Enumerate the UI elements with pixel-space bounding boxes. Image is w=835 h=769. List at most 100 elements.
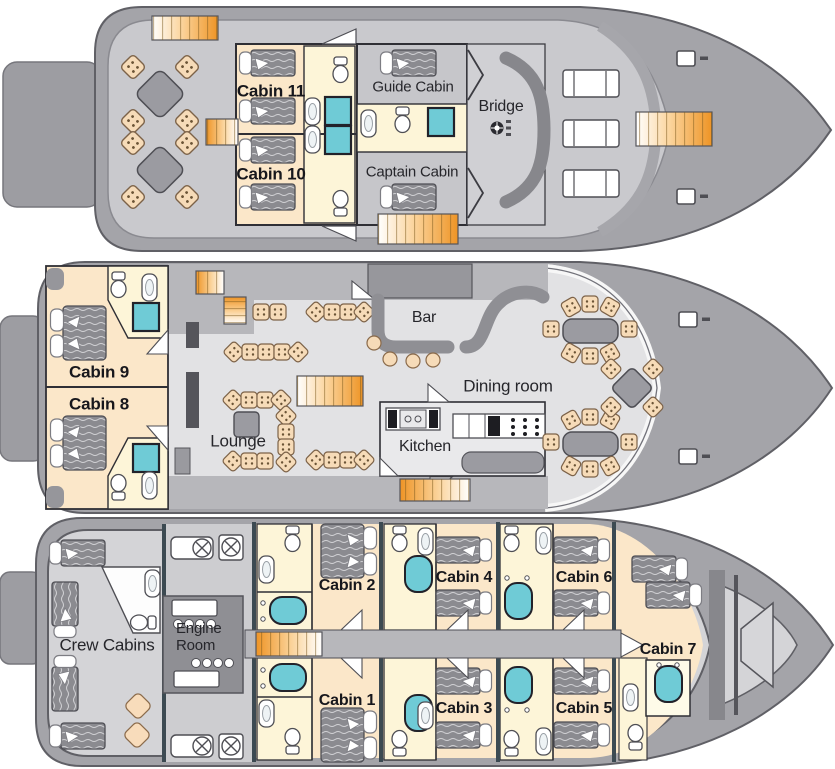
bed: [48, 539, 106, 567]
toilet-icon: [391, 525, 408, 553]
bar-counter: [459, 285, 550, 354]
lounge-seating: [221, 300, 376, 474]
cabin9-cabin8-block: [45, 265, 169, 510]
shower-icon: [131, 301, 161, 333]
lounge-table: [233, 411, 260, 438]
wall: [186, 322, 199, 348]
bathtub-icon: [654, 665, 683, 703]
stairs-icon: [205, 118, 239, 146]
door-wedge: [445, 657, 469, 680]
engine-icon: [171, 599, 218, 617]
bed: [631, 555, 689, 583]
bar-stool-icon: [405, 353, 421, 369]
stairs-icon: [296, 375, 364, 407]
bathtub-icon: [269, 596, 307, 625]
sink-icon: [622, 683, 639, 712]
bed: [238, 183, 296, 211]
stairs-icon: [195, 270, 225, 295]
kitchen-area: [379, 382, 546, 477]
door-wedge: [561, 608, 585, 631]
sun-lounger-icon: [562, 69, 620, 98]
bow-bulkhead: [709, 570, 725, 720]
stairs-icon: [151, 15, 219, 41]
shower-icon: [323, 95, 353, 127]
wall: [186, 372, 199, 428]
helm-wheel-icon: [490, 120, 511, 136]
main-deck: [0, 261, 834, 514]
door-wedge: [339, 657, 363, 680]
sink-icon: [417, 527, 434, 556]
upper-deck: [2, 6, 833, 252]
sink-icon: [258, 699, 275, 728]
bed: [553, 721, 611, 749]
upper-cabin-block: [235, 28, 358, 242]
sink-icon: [258, 555, 275, 584]
engine-room: [162, 595, 244, 694]
sun-lounger-icon: [562, 119, 620, 148]
helm-console: [499, 51, 551, 209]
sink-icon: [304, 97, 321, 126]
crew-cabins-area: [48, 539, 161, 750]
door-wedge: [145, 328, 169, 355]
bar-area: [366, 285, 550, 369]
cabin7: [622, 555, 703, 751]
toilet-icon: [503, 729, 520, 757]
door-wedge: [561, 657, 585, 680]
bar-stool-icon: [366, 335, 382, 351]
cabin6-cabin5: [503, 525, 611, 757]
bed: [48, 722, 106, 750]
toilet-icon: [332, 189, 349, 217]
door-wedge: [351, 279, 376, 300]
anchor-locker: [740, 601, 774, 689]
toilet-icon: [391, 729, 408, 757]
door-wedge: [321, 28, 357, 45]
toilet-icon: [284, 727, 301, 755]
toilet-icon: [627, 723, 644, 751]
shower-icon: [323, 124, 353, 156]
cabinet: [174, 447, 191, 475]
bed: [238, 49, 296, 77]
door-wedge: [339, 608, 363, 631]
bed: [435, 721, 493, 749]
door-wedge: [620, 632, 645, 658]
door-wedge: [427, 382, 451, 403]
bathtub-icon: [504, 582, 533, 620]
toilet-icon: [394, 106, 411, 134]
upper-aft-seating: [119, 53, 201, 211]
bed: [238, 97, 296, 125]
stairs-icon: [223, 296, 247, 325]
bed: [51, 654, 79, 712]
bed: [435, 589, 493, 617]
engine-icon: [173, 670, 220, 688]
sink-icon: [417, 701, 434, 730]
toilet-icon: [110, 271, 127, 299]
dining-table: [562, 431, 619, 457]
lower-deck: [0, 517, 835, 767]
bridge-area: [466, 43, 551, 226]
door-wedge: [145, 425, 169, 452]
kitchen-island: [461, 451, 545, 474]
toilet-icon: [129, 614, 157, 631]
dining-table: [562, 318, 619, 344]
cabin2-cabin1: [257, 523, 378, 763]
sink-icon: [144, 569, 161, 598]
sink-icon: [360, 109, 377, 138]
door-wedge: [321, 225, 357, 242]
sink-icon: [141, 273, 158, 302]
upper-bow-stairs-icon: [635, 111, 713, 147]
door-wedge: [379, 456, 400, 477]
upper-swim-platform: [2, 61, 102, 208]
sink-icon: [535, 727, 552, 756]
bed: [238, 136, 296, 164]
toilet-icon: [110, 473, 127, 501]
door-wedge: [445, 608, 469, 631]
bed: [645, 581, 703, 609]
bathtub-icon: [269, 663, 307, 692]
bed: [553, 536, 611, 564]
sun-lounger-icon: [562, 169, 620, 198]
dining-area: [542, 295, 665, 478]
stairs-icon: [377, 213, 459, 245]
dining-table: [612, 368, 652, 408]
bathtub-icon: [504, 666, 533, 704]
